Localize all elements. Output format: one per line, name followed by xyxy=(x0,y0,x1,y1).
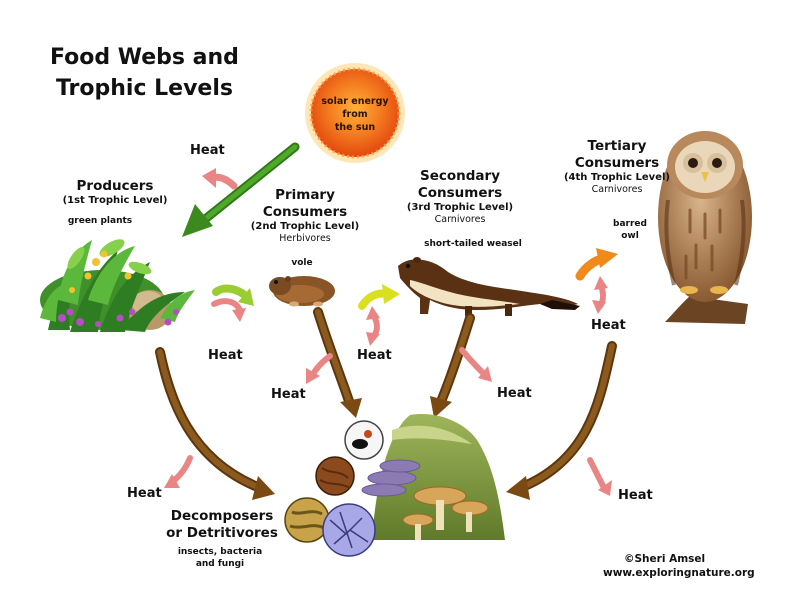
decay-arrow-producers xyxy=(155,347,275,500)
producers-example: green plants xyxy=(67,216,133,226)
vole-illustration xyxy=(269,276,335,307)
tertiary-example-line-1: barred xyxy=(613,219,647,229)
sun-label-line-3: the sun xyxy=(334,122,376,133)
primary-consumers-label: Primary Consumers (2nd Trophic Level) He… xyxy=(245,187,365,245)
heat-label-producers-decay: Heat xyxy=(127,486,162,501)
primary-level: (2nd Trophic Level) xyxy=(250,221,360,232)
weasel-illustration xyxy=(398,257,580,316)
decomposers-example-line-2: and fungi xyxy=(195,559,245,569)
secondary-consumers-label: Secondary Consumers (3rd Trophic Level) … xyxy=(400,168,520,226)
energy-arrow-producers-to-primary xyxy=(211,284,254,322)
decomposers-name-line-2: or Detritivores xyxy=(166,525,278,541)
sun-label-line-1: solar energy xyxy=(321,96,389,107)
decomposers-name-line-1: Decomposers xyxy=(170,508,274,524)
microbe-bubble-insects xyxy=(344,420,384,460)
decay-arrow-tertiary xyxy=(506,341,617,500)
energy-arrow-primary-to-secondary xyxy=(358,284,400,346)
page-title: Food Webs and Trophic Levels xyxy=(50,42,239,104)
sun-label-line-2: from xyxy=(342,109,368,120)
tertiary-example: barred owl xyxy=(612,218,648,242)
decay-arrow-primary xyxy=(306,307,362,418)
energy-arrow-secondary-to-tertiary xyxy=(575,248,618,314)
secondary-example: short-tailed weasel xyxy=(424,239,522,249)
decomposers-example-line-1: insects, bacteria xyxy=(177,547,263,557)
heat-arrow-producers xyxy=(202,168,238,190)
tertiary-consumers-label: Tertiary Consumers (4th Trophic Level) C… xyxy=(555,138,679,196)
producers-label: Producers (1st Trophic Level) xyxy=(50,178,180,207)
primary-name-line-2: Consumers xyxy=(262,204,348,220)
producers-level: (1st Trophic Level) xyxy=(62,195,168,206)
tertiary-example-line-2: owl xyxy=(621,231,639,241)
microbe-bubble-bacteria xyxy=(284,497,330,543)
sun-energy-arrow xyxy=(182,142,300,237)
heat-label-producers: Heat xyxy=(208,348,243,363)
decay-arrow-secondary xyxy=(430,313,492,418)
secondary-level: (3rd Trophic Level) xyxy=(406,202,514,213)
microbe-bubble-bark xyxy=(315,456,355,496)
decomposers-illustration xyxy=(284,414,505,557)
secondary-diet: Carnivores xyxy=(434,214,486,225)
microbe-bubble-fungi xyxy=(322,503,376,557)
barred-owl-illustration xyxy=(658,131,752,324)
sun xyxy=(305,63,405,163)
decomposers-example: insects, bacteria and fungi xyxy=(165,546,275,570)
tertiary-diet: Carnivores xyxy=(591,184,643,195)
primary-diet: Herbivores xyxy=(279,233,331,244)
heat-label-tertiary-decay: Heat xyxy=(618,488,653,503)
heat-label-primary-decay: Heat xyxy=(271,387,306,402)
primary-name-line-1: Primary xyxy=(275,187,335,203)
tertiary-name-line-1: Tertiary xyxy=(587,138,647,154)
credit-author: ©Sheri Amsel xyxy=(624,553,706,565)
heat-label-producers-top: Heat xyxy=(190,143,225,158)
producers-name: Producers xyxy=(76,178,154,194)
sun-label: solar energy from the sun xyxy=(318,95,392,134)
title-line-2: Trophic Levels xyxy=(55,76,233,101)
secondary-name-line-1: Secondary xyxy=(420,168,500,184)
heat-label-primary: Heat xyxy=(357,348,392,363)
credit-website: www.exploringnature.org xyxy=(603,567,755,579)
primary-example: vole xyxy=(291,258,313,268)
green-plants-illustration xyxy=(40,239,195,332)
title-line-1: Food Webs and xyxy=(50,45,239,70)
tertiary-name-line-2: Consumers xyxy=(574,155,660,171)
heat-label-secondary-decay: Heat xyxy=(497,386,532,401)
secondary-name-line-2: Consumers xyxy=(417,185,503,201)
decomposers-label: Decomposers or Detritivores xyxy=(162,508,282,542)
tertiary-level: (4th Trophic Level) xyxy=(563,172,670,183)
heat-label-secondary: Heat xyxy=(591,318,626,333)
